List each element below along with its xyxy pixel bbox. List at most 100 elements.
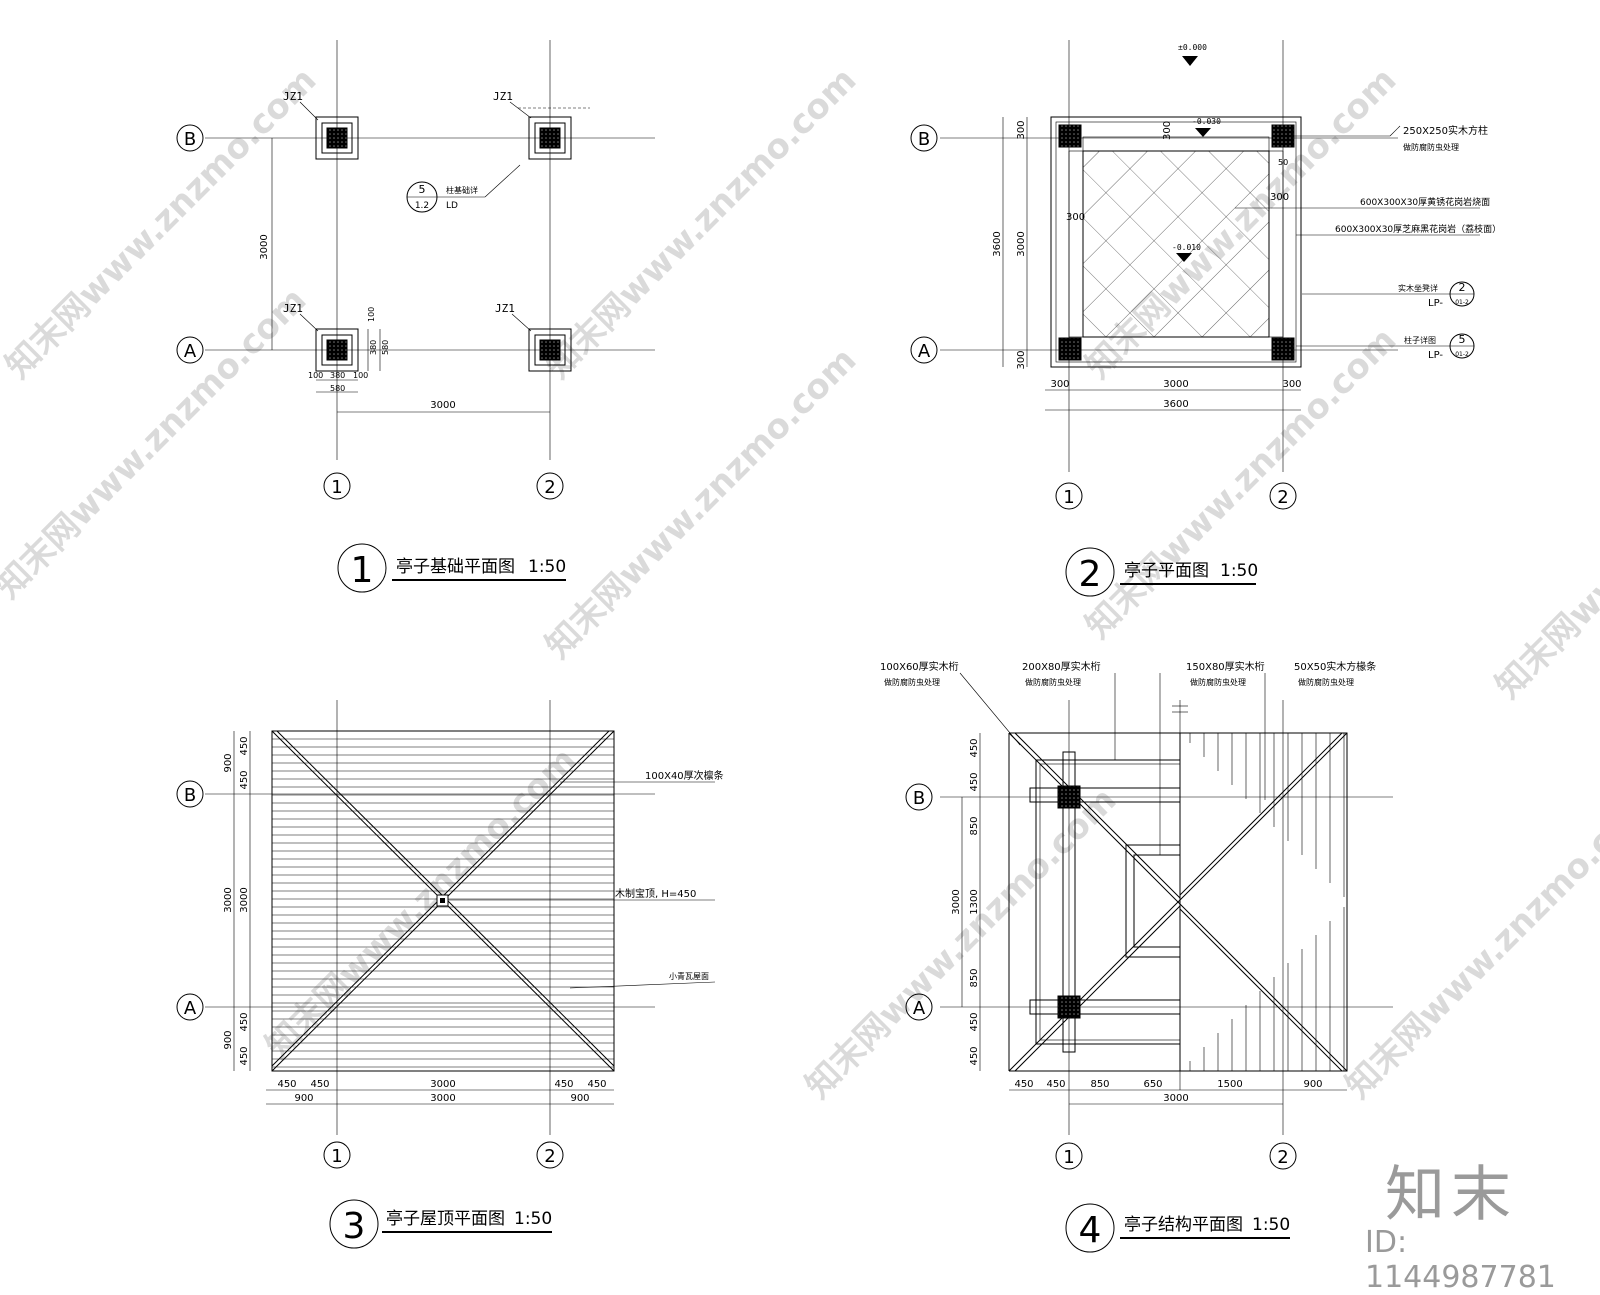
dim-450: 450 bbox=[239, 770, 250, 789]
axis-label-b: B bbox=[918, 129, 930, 150]
note-beam-2: 200X80厚实木桁 bbox=[1022, 660, 1101, 673]
plan-1-foundation: B A 1 2 JZ1 JZ1 JZ1 JZ1 5 1.2 柱基础详 LD 30… bbox=[176, 40, 655, 593]
dim-3000: 3000 bbox=[1163, 379, 1188, 390]
dim-450: 450 bbox=[239, 1046, 250, 1065]
note-beam-3-treatment: 做防腐防虫处理 bbox=[1190, 677, 1246, 687]
dim-1500: 1500 bbox=[1217, 1079, 1242, 1090]
elevation-top: ±0.000 bbox=[1178, 43, 1207, 52]
dim-580: 580 bbox=[381, 340, 390, 355]
dim-3000: 3000 bbox=[239, 887, 250, 912]
note-bench-num: 2 bbox=[1459, 281, 1466, 294]
rafter-lines bbox=[1189, 733, 1345, 1071]
dim-100: 100 bbox=[353, 371, 368, 380]
axis-label-b: B bbox=[913, 788, 925, 809]
dim-900: 900 bbox=[294, 1093, 313, 1104]
roof-tile-lines bbox=[272, 738, 614, 1068]
dim-300: 300 bbox=[1016, 120, 1027, 139]
dim-650: 650 bbox=[1143, 1079, 1162, 1090]
dim-580: 580 bbox=[330, 384, 345, 393]
dim-450: 450 bbox=[239, 736, 250, 755]
dim-300: 300 bbox=[1282, 379, 1301, 390]
dim-3000: 3000 bbox=[430, 1093, 455, 1104]
axis-label-a: A bbox=[913, 998, 926, 1019]
dim-300: 300 bbox=[1016, 350, 1027, 369]
dim-450: 450 bbox=[310, 1079, 329, 1090]
dim-3000: 3000 bbox=[259, 234, 270, 259]
note-column-treatment: 做防腐防虫处理 bbox=[1403, 142, 1459, 152]
note-column-detail-label: 柱子详图 bbox=[1404, 335, 1436, 345]
dim-380: 380 bbox=[330, 371, 345, 380]
plan-number: 3 bbox=[343, 1206, 366, 1247]
jz1-label: JZ1 bbox=[495, 302, 515, 315]
note-rafter-treatment: 做防腐防虫处理 bbox=[1298, 677, 1354, 687]
dim-900: 900 bbox=[223, 1030, 234, 1049]
axis-label-1: 1 bbox=[1063, 1147, 1074, 1168]
plan-title: 亭子屋顶平面图 bbox=[386, 1209, 505, 1229]
footing-b2 bbox=[528, 116, 572, 160]
callout-ref: 1.2 bbox=[415, 201, 429, 211]
note-bench-sub: 01-2 bbox=[1455, 299, 1469, 306]
dim-3600: 3600 bbox=[992, 231, 1003, 256]
note-bench-label: 实木坐凳详 bbox=[1398, 283, 1438, 293]
footing-a1 bbox=[315, 328, 359, 372]
plan-number: 4 bbox=[1079, 1210, 1102, 1251]
plan-3-roof: B A 1 2 100X40厚次檩条 木制宝顶, H=450 小青瓦屋面 900… bbox=[176, 700, 724, 1249]
dim-450: 450 bbox=[277, 1079, 296, 1090]
plan-scale: 1:50 bbox=[1220, 561, 1258, 581]
axis-label-2: 2 bbox=[544, 477, 555, 498]
dim-850: 850 bbox=[969, 968, 980, 987]
plan-scale: 1:50 bbox=[514, 1209, 552, 1229]
callout-sub: LD bbox=[446, 201, 458, 211]
dim-450: 450 bbox=[1046, 1079, 1065, 1090]
note-column-detail-num: 5 bbox=[1459, 333, 1466, 346]
note-bench-ref: LP- bbox=[1428, 298, 1443, 309]
watermark-text: 知末网www.znzmo.com bbox=[538, 340, 864, 666]
footing-a2 bbox=[528, 328, 572, 372]
dim-3000: 3000 bbox=[1163, 1093, 1188, 1104]
dim-3000: 3000 bbox=[430, 400, 455, 411]
axis-label-1: 1 bbox=[1063, 487, 1074, 508]
note-paving-1: 600X300X30厚黄锈花岗岩烧面 bbox=[1360, 196, 1490, 208]
dim-50: 50 bbox=[1278, 158, 1288, 167]
plan-title: 亭子结构平面图 bbox=[1124, 1215, 1243, 1235]
dim-3000: 3000 bbox=[951, 889, 962, 914]
dim-3000: 3000 bbox=[430, 1079, 455, 1090]
plan-title: 亭子平面图 bbox=[1124, 561, 1209, 581]
axis-label-a: A bbox=[184, 341, 197, 362]
watermark-text: 知末网www.znzmo.com bbox=[1078, 320, 1404, 646]
dim-300: 300 bbox=[1270, 192, 1289, 203]
note-paving-2: 600X300X30厚芝麻黑花岗岩（荔枝面） bbox=[1335, 223, 1501, 235]
plan-scale: 1:50 bbox=[528, 557, 566, 577]
note-purlin: 100X40厚次檩条 bbox=[645, 769, 724, 782]
plan-number: 2 bbox=[1079, 554, 1102, 595]
watermark-text: 知末网www.znzmo.com bbox=[258, 740, 584, 1066]
brand-logo-text: 知末 bbox=[1385, 1160, 1517, 1230]
watermark-text: 知末网www.znzmo.com bbox=[538, 60, 864, 386]
callout-number: 5 bbox=[419, 183, 426, 196]
dim-450: 450 bbox=[239, 1012, 250, 1031]
dim-900: 900 bbox=[223, 753, 234, 772]
dim-900: 900 bbox=[570, 1093, 589, 1104]
axis-label-1: 1 bbox=[331, 477, 342, 498]
axis-label-b: B bbox=[184, 785, 196, 806]
note-beam-1-treatment: 做防腐防虫处理 bbox=[884, 677, 940, 687]
dim-450: 450 bbox=[1014, 1079, 1033, 1090]
dim-450: 450 bbox=[587, 1079, 606, 1090]
plan-2-floor: B A 1 2 ±0.000 -0.030 -0.010 300 300 300… bbox=[910, 40, 1501, 597]
dim-850: 850 bbox=[1090, 1079, 1109, 1090]
watermark-text: 知末网www.znzmo.com bbox=[1338, 780, 1600, 1106]
plan-number: 1 bbox=[351, 550, 374, 591]
axis-label-2: 2 bbox=[544, 1146, 555, 1167]
jz1-label: JZ1 bbox=[283, 302, 303, 315]
note-roof-tile: 小青瓦屋面 bbox=[669, 971, 709, 981]
axis-label-2: 2 bbox=[1277, 487, 1288, 508]
dim-300: 300 bbox=[1066, 212, 1085, 223]
note-column-detail-sub: 01-2 bbox=[1455, 351, 1469, 358]
note-rafter: 50X50实木方椽条 bbox=[1294, 660, 1376, 673]
note-beam-3: 150X80厚实木桁 bbox=[1186, 660, 1265, 673]
axis-label-a: A bbox=[184, 998, 197, 1019]
jz1-label: JZ1 bbox=[493, 90, 513, 103]
dim-450: 450 bbox=[554, 1079, 573, 1090]
axis-label-1: 1 bbox=[331, 1146, 342, 1167]
watermarks: 知末网www.znzmo.com 知末网www.znzmo.com 知末网www… bbox=[0, 60, 1600, 1106]
